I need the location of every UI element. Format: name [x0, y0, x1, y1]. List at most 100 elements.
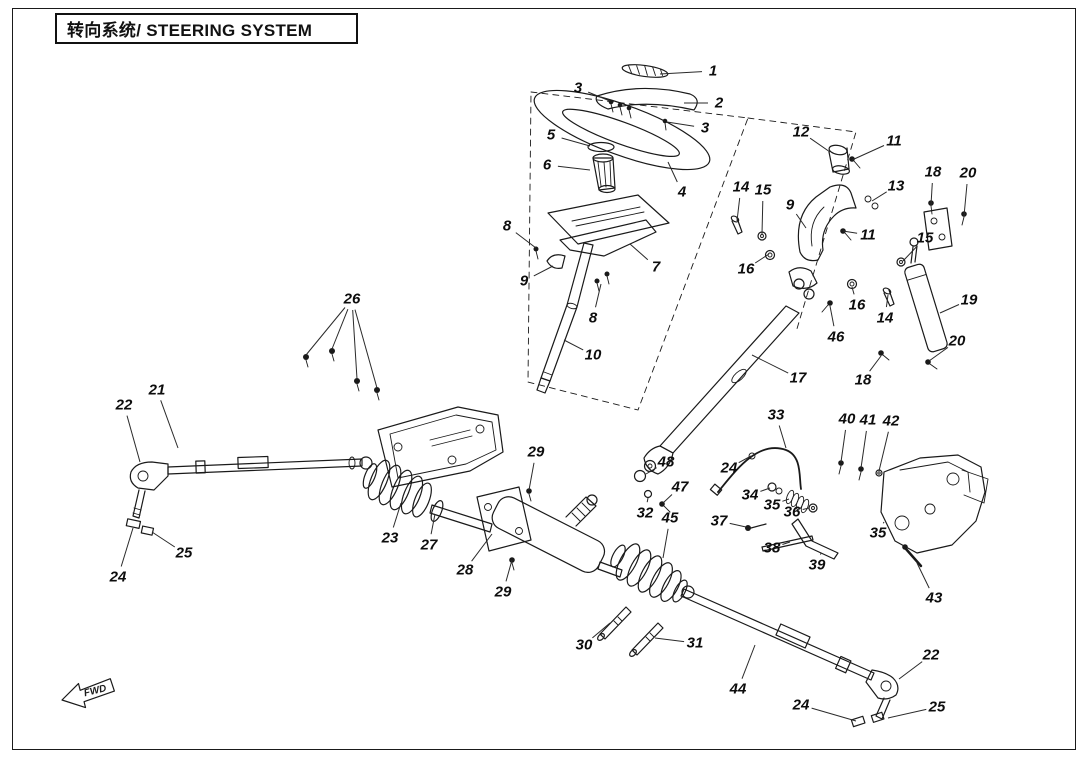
leader-line: [666, 121, 695, 127]
column-mount-bracket: [303, 348, 504, 488]
callout-number-35: 35: [870, 525, 887, 542]
leader-line: [738, 455, 752, 464]
leader-line: [902, 245, 918, 262]
leader-line: [662, 494, 673, 504]
leader-line: [851, 145, 885, 161]
callout-number-4: 4: [677, 184, 687, 201]
fwd-arrow: FWD: [61, 678, 115, 709]
steering-wheel: [533, 64, 711, 171]
leader-line: [588, 91, 611, 102]
bellows-left: [362, 459, 444, 522]
callout-number-12: 12: [793, 124, 810, 141]
leader-line: [885, 294, 889, 308]
callout-number-22: 22: [115, 397, 133, 414]
leader-line: [592, 622, 611, 639]
leader-line: [754, 253, 770, 264]
tie-rod-end-right: [865, 669, 899, 700]
leader-line: [939, 304, 960, 314]
callout-number-48: 48: [657, 454, 675, 471]
callout-number-24: 24: [792, 697, 810, 714]
leader-line: [963, 183, 968, 217]
callout-number-8: 8: [589, 310, 598, 327]
leader-line: [533, 265, 554, 277]
right-tie-rod: [680, 585, 899, 728]
callout-number-44: 44: [729, 681, 747, 698]
callout-number-38: 38: [764, 540, 781, 557]
callout-number-29: 29: [527, 444, 545, 461]
leader-line: [887, 708, 927, 719]
callout-number-34: 34: [742, 487, 759, 504]
callout-number-9: 9: [786, 197, 795, 214]
leader-line: [667, 161, 678, 183]
leader-line: [782, 498, 790, 502]
leader-line: [860, 430, 867, 469]
fwd-label: FWD: [83, 683, 108, 699]
callout-number-2: 2: [714, 95, 724, 112]
callout-number-15: 15: [917, 230, 934, 247]
leader-line: [392, 502, 402, 528]
leader-line: [871, 191, 887, 202]
callout-number-20: 20: [948, 333, 966, 350]
leader-line: [515, 232, 537, 249]
callout-number-31: 31: [687, 635, 704, 652]
leader-line: [930, 182, 933, 206]
leader-line: [645, 467, 657, 475]
callout-number-6: 6: [543, 157, 552, 174]
callout-number-11: 11: [886, 133, 902, 150]
leader-line: [916, 562, 930, 589]
leader-line: [751, 354, 789, 374]
leader-line: [842, 230, 858, 234]
intermediate-shaft: [633, 305, 800, 513]
leader-line: [795, 213, 807, 229]
leader-line: [898, 661, 923, 680]
callout-number-24: 24: [109, 569, 127, 586]
callout-number-46: 46: [827, 329, 845, 346]
callout-number-22: 22: [922, 647, 940, 664]
leader-line: [809, 137, 831, 153]
callout-number-1: 1: [709, 63, 717, 80]
leader-line: [528, 462, 535, 491]
leader-line: [840, 429, 846, 463]
callout-number-23: 23: [381, 530, 399, 547]
gas-strut: [878, 200, 967, 370]
callout-number-9: 9: [520, 273, 529, 290]
callout-number-36: 36: [784, 504, 801, 521]
callout-labels: 1233456788991011111213141415151616171818…: [109, 63, 978, 716]
leader-line: [760, 487, 771, 492]
callout-number-45: 45: [661, 510, 679, 527]
callout-number-18: 18: [855, 372, 872, 389]
leader-line: [557, 165, 591, 171]
leader-line: [869, 355, 882, 372]
callout-number-16: 16: [738, 261, 755, 278]
left-tie-rod: [125, 455, 373, 536]
callout-number-30: 30: [576, 637, 593, 654]
side-bracket: [880, 454, 986, 554]
leader-line: [646, 497, 649, 503]
callout-number-39: 39: [809, 557, 826, 574]
leader-line: [654, 637, 685, 643]
callout-number-17: 17: [790, 370, 807, 387]
leader-line: [878, 431, 889, 472]
callout-number-15: 15: [755, 182, 772, 199]
dashed-boundary: [527, 91, 857, 411]
leader-line: [851, 286, 855, 295]
callout-number-25: 25: [175, 545, 193, 562]
leader-line: [354, 309, 378, 389]
callout-number-19: 19: [961, 292, 978, 309]
lock-cable-assembly: [709, 447, 989, 568]
callout-number-24: 24: [720, 460, 738, 477]
callout-number-21: 21: [148, 382, 166, 399]
wheel-top-cover: [621, 64, 669, 78]
callout-number-14: 14: [733, 179, 750, 196]
title-box: 转向系统/ STEERING SYSTEM: [55, 13, 358, 44]
leader-line: [882, 521, 885, 524]
leader-line: [928, 346, 949, 362]
leader-line: [561, 137, 591, 147]
leader-line: [811, 707, 857, 722]
wheel-cover: [595, 87, 698, 111]
leader-line: [331, 309, 349, 350]
page-title: 转向系统/ STEERING SYSTEM: [67, 21, 313, 40]
lower-yoke: [643, 445, 674, 475]
callout-number-29: 29: [494, 584, 512, 601]
callout-number-13: 13: [888, 178, 905, 195]
